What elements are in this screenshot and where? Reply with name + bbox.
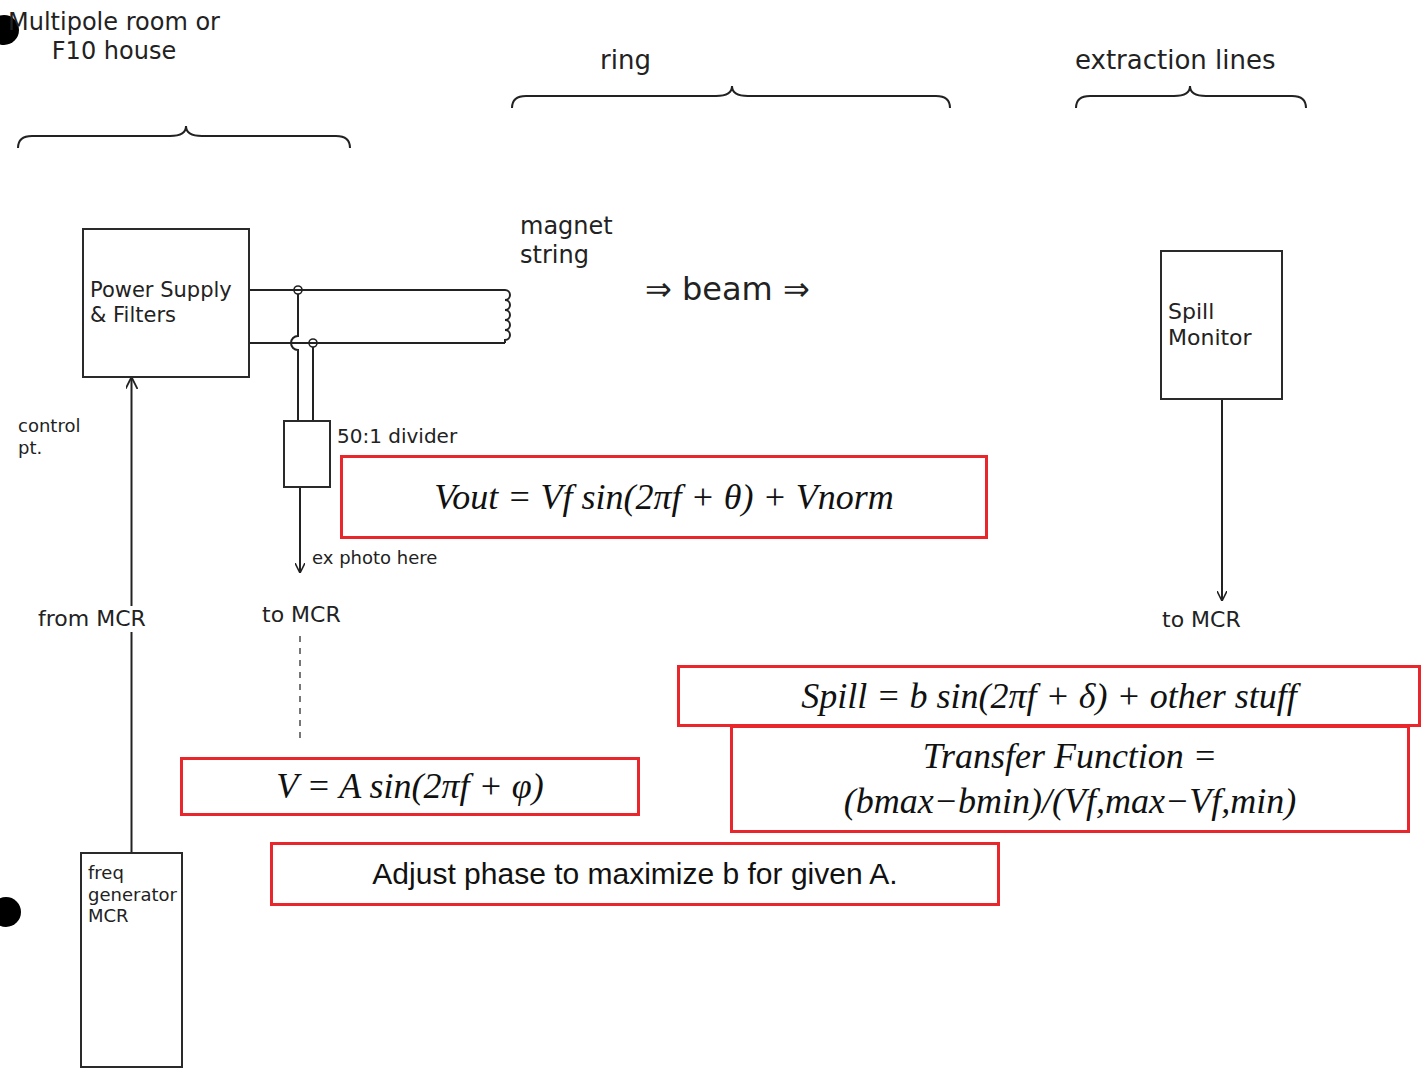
- box-text: Spill Monitor: [1168, 299, 1275, 352]
- dashed-signal-line: [299, 636, 301, 740]
- divider-lead: [291, 294, 298, 420]
- power-supply-box: Power Supply & Filters: [82, 228, 250, 378]
- box-text: Spill = b sin(2πf + δ) + other stuff: [696, 674, 1402, 719]
- area-heading: Multipole room or F10 house: [8, 8, 220, 66]
- tap-point: [309, 339, 317, 347]
- box-text: freq generator MCR: [88, 862, 175, 927]
- area-heading: ring: [600, 45, 651, 76]
- supply-wire: [250, 289, 505, 291]
- area-heading: extraction lines: [1075, 45, 1276, 76]
- component-label: magnet string: [520, 212, 630, 270]
- equation-box: Spill = b sin(2πf + δ) + other stuff: [677, 665, 1421, 727]
- supply-wire: [250, 342, 505, 344]
- signal-arrow: [1221, 400, 1223, 600]
- spill-monitor-box: Spill Monitor: [1160, 250, 1283, 400]
- divider-lead: [312, 347, 314, 420]
- box-text: Transfer Function = (bmax−bmin)/(Vf,max−…: [749, 734, 1391, 824]
- magnet-coil-symbol: [505, 290, 510, 343]
- signal-arrow: [299, 488, 301, 572]
- box-text: Power Supply & Filters: [90, 278, 242, 328]
- beam-label: ⇒ beam ⇒: [645, 270, 810, 308]
- tap-point: [294, 286, 302, 294]
- signal-label: to MCR: [262, 602, 341, 628]
- group-brace: [18, 126, 350, 148]
- group-brace: [512, 86, 950, 108]
- equation-box: V = A sin(2πf + φ): [180, 757, 640, 816]
- box-text: Vout = Vf sin(2πf + θ) + Vnorm: [359, 475, 969, 520]
- equation-box: Vout = Vf sin(2πf + θ) + Vnorm: [340, 455, 988, 539]
- signal-label: to MCR: [1162, 607, 1241, 633]
- signal-label: control pt.: [18, 415, 90, 458]
- box-text: V = A sin(2πf + φ): [199, 764, 621, 809]
- component-label: 50:1 divider: [337, 424, 457, 448]
- equation-box: Transfer Function = (bmax−bmin)/(Vf,max−…: [730, 725, 1410, 833]
- note-label: ex photo here: [312, 547, 437, 569]
- hole-punch-dot: [0, 897, 21, 927]
- divider-box: 50:1 divider: [283, 420, 331, 488]
- box-text: Adjust phase to maximize b for given A.: [287, 856, 983, 892]
- signal-label: from MCR: [35, 606, 149, 632]
- frequency-generator-box: freq generator MCR: [80, 852, 183, 1068]
- note-box: Adjust phase to maximize b for given A.: [270, 842, 1000, 906]
- group-brace: [1076, 86, 1306, 108]
